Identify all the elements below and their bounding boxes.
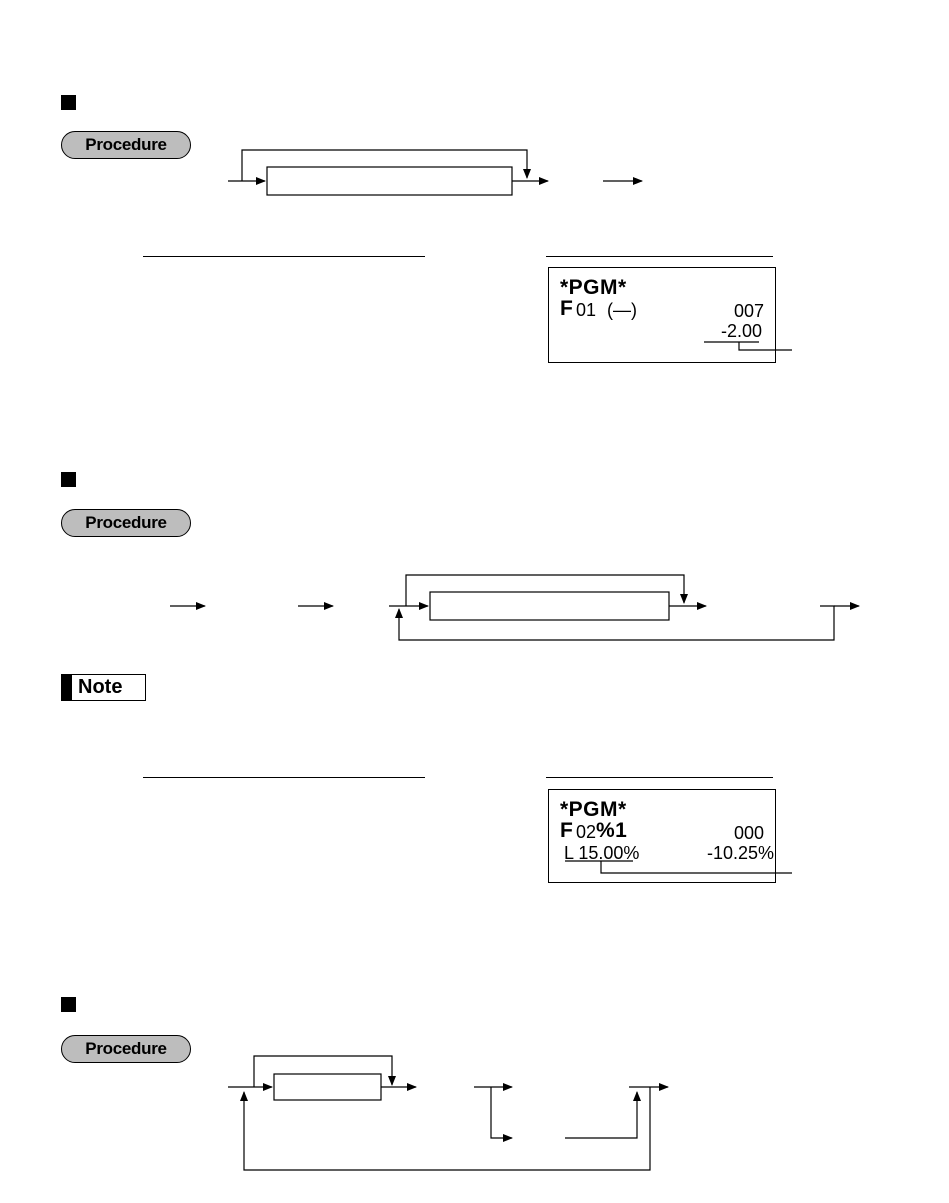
- display2-value: 000: [734, 823, 765, 843]
- flow2-input-box: [429, 591, 670, 621]
- note-bar: [62, 675, 72, 700]
- flow3-return-loop: [240, 1087, 651, 1171]
- section-marker-1: [61, 95, 76, 110]
- rule-right-2: [546, 777, 773, 779]
- display2-amount: -10.25%: [707, 843, 775, 863]
- display1-f-code: 01: [576, 300, 597, 320]
- display1-line1: *PGM*: [560, 276, 627, 299]
- flow-diagram-3: [228, 1055, 669, 1171]
- flow3-merge-up: [565, 1091, 641, 1139]
- display2-callout-line: [600, 861, 792, 874]
- display1-f-prefix: F: [560, 297, 574, 320]
- display1-mode: (—): [607, 300, 637, 320]
- display2-f-code: 02: [576, 822, 597, 842]
- flow2-return-loop: [395, 605, 835, 641]
- flow2-repeat-loop: [405, 574, 688, 606]
- flow3-repeat-loop: [253, 1055, 396, 1087]
- display1-callout-line: [738, 342, 792, 351]
- display2-line1: *PGM*: [560, 798, 627, 821]
- display-sample-2: *PGM* F 02 %1 000 L 15.00% -10.25%: [548, 789, 776, 883]
- rule-right-1: [546, 256, 773, 258]
- procedure-badge-1: Procedure: [61, 131, 191, 159]
- note-badge: Note: [61, 674, 146, 701]
- note-label: Note: [78, 676, 123, 698]
- flow3-input-box: [273, 1073, 382, 1101]
- rule-left-1: [143, 256, 425, 258]
- display-sample-1: *PGM* F 01 (—) 007 -2.00: [548, 267, 776, 363]
- flow-diagram-2: [170, 574, 860, 641]
- page-top-margin: [0, 0, 949, 14]
- procedure-badge-3: Procedure: [61, 1035, 191, 1063]
- flow3-branch-bottom: [490, 1087, 513, 1142]
- display1-value: 007: [734, 301, 765, 321]
- display1-amount: -2.00: [721, 321, 763, 341]
- display2-f-prefix: F: [560, 819, 574, 842]
- rule-left-2: [143, 777, 425, 779]
- flow1-repeat-loop: [241, 149, 531, 181]
- section-marker-3: [61, 997, 76, 1012]
- display2-rate: L 15.00%: [564, 843, 640, 863]
- display2-mode: %1: [596, 819, 628, 842]
- flow1-input-box: [266, 166, 513, 196]
- flow-diagram-1: [228, 149, 643, 196]
- section-marker-2: [61, 472, 76, 487]
- procedure-badge-2: Procedure: [61, 509, 191, 537]
